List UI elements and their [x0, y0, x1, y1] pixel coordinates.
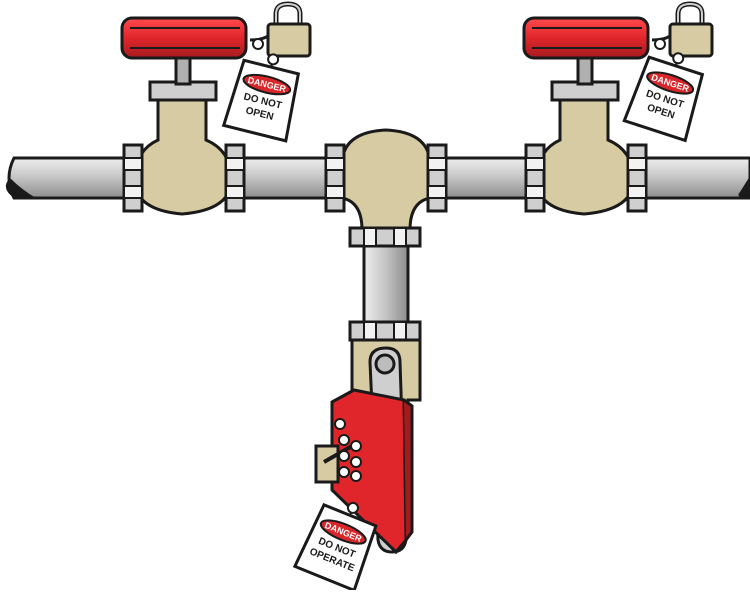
bottom-valve — [314, 320, 422, 555]
danger-tag-left: DANGER DO NOT OPEN — [221, 53, 301, 143]
padlock — [314, 444, 340, 484]
right-valve — [522, 1, 714, 216]
flange — [122, 143, 144, 213]
padlock — [651, 1, 714, 58]
danger-tag-bottom: DANGER DO NOT OPERATE — [292, 501, 378, 593]
padlock — [249, 1, 312, 58]
handwheel — [120, 16, 248, 60]
tee-fitting — [324, 128, 448, 248]
flange — [348, 226, 422, 248]
handwheel — [522, 16, 650, 60]
pipe-cut-end-right — [738, 176, 750, 198]
valve-body — [534, 98, 636, 216]
pipe-cut-end-left — [5, 178, 36, 198]
valve-body — [132, 98, 234, 216]
branch-pipe — [362, 238, 410, 332]
flange — [626, 143, 648, 213]
flange — [426, 143, 448, 213]
left-valve — [120, 1, 312, 216]
flange — [524, 143, 546, 213]
flange — [224, 143, 246, 213]
danger-tag-right: DANGER DO NOT OPEN — [622, 52, 705, 143]
flange — [324, 143, 346, 213]
handle-nut — [374, 353, 396, 375]
tee-body — [340, 128, 432, 232]
valve-stem — [576, 54, 594, 86]
flange — [348, 320, 422, 342]
valve-stem — [174, 54, 192, 86]
ball-valve-lockout — [314, 388, 414, 555]
